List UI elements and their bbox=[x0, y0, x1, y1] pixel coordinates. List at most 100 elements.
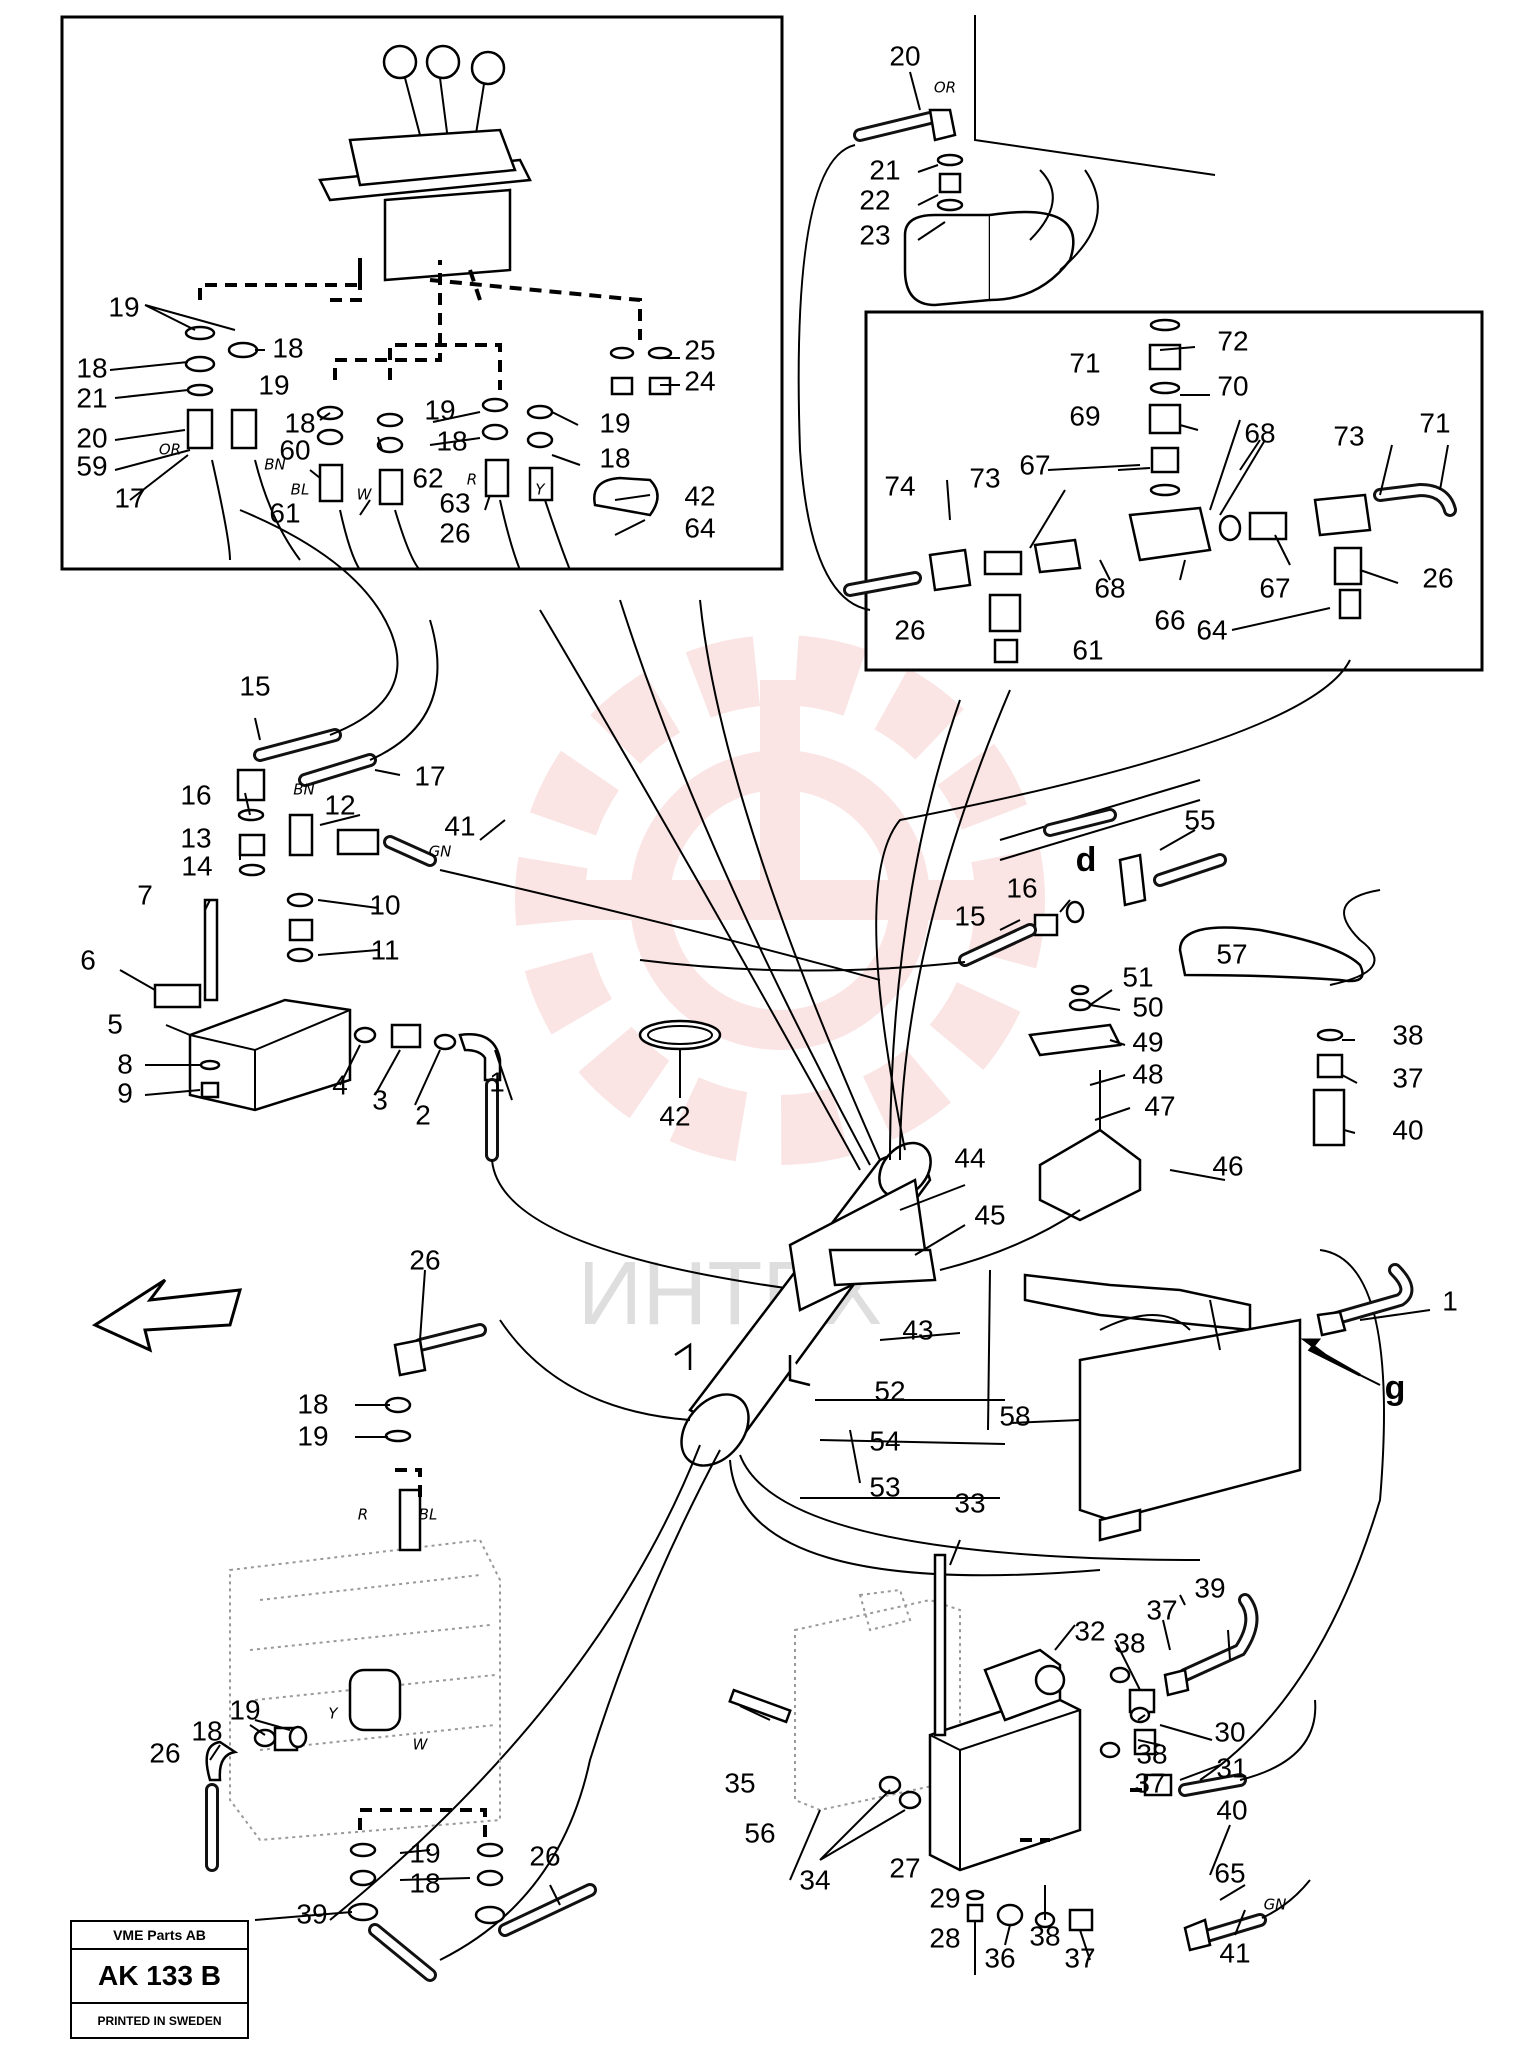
svg-text:73: 73 bbox=[1333, 420, 1364, 451]
svg-text:24: 24 bbox=[684, 365, 715, 396]
svg-text:19: 19 bbox=[297, 1420, 328, 1451]
svg-text:18: 18 bbox=[409, 1867, 440, 1898]
view-arrow-g bbox=[1300, 1338, 1361, 1377]
svg-text:18: 18 bbox=[599, 442, 630, 473]
svg-text:19: 19 bbox=[108, 291, 139, 322]
svg-text:26: 26 bbox=[1422, 562, 1453, 593]
svg-text:26: 26 bbox=[439, 517, 470, 548]
view-arrow-g-shaft bbox=[1319, 1354, 1381, 1386]
svg-text:47: 47 bbox=[1144, 1090, 1175, 1121]
svg-text:19: 19 bbox=[409, 1837, 440, 1868]
svg-text:9: 9 bbox=[117, 1077, 133, 1108]
svg-text:19: 19 bbox=[599, 407, 630, 438]
svg-text:48: 48 bbox=[1132, 1058, 1163, 1089]
view-letter-d: d bbox=[1076, 841, 1097, 879]
svg-text:40: 40 bbox=[1216, 1794, 1247, 1825]
svg-text:16: 16 bbox=[1006, 872, 1037, 903]
svg-text:15: 15 bbox=[239, 670, 270, 701]
svg-text:BL: BL bbox=[291, 481, 310, 499]
svg-text:3: 3 bbox=[372, 1084, 388, 1115]
svg-text:38: 38 bbox=[1392, 1019, 1423, 1050]
svg-text:17: 17 bbox=[114, 482, 145, 513]
svg-text:70: 70 bbox=[1217, 370, 1248, 401]
svg-text:37: 37 bbox=[1146, 1594, 1177, 1625]
svg-text:31: 31 bbox=[1216, 1752, 1247, 1783]
svg-text:45: 45 bbox=[974, 1199, 1005, 1230]
svg-text:50: 50 bbox=[1132, 991, 1163, 1022]
svg-text:W: W bbox=[357, 486, 373, 504]
svg-text:65: 65 bbox=[1214, 1857, 1245, 1888]
svg-text:6: 6 bbox=[80, 944, 96, 975]
svg-text:28: 28 bbox=[929, 1922, 960, 1953]
svg-text:18: 18 bbox=[436, 425, 467, 456]
svg-text:69: 69 bbox=[1069, 400, 1100, 431]
svg-text:62: 62 bbox=[412, 462, 443, 493]
view-letter-g: g bbox=[1385, 1369, 1406, 1407]
svg-text:10: 10 bbox=[369, 889, 400, 920]
svg-text:1: 1 bbox=[489, 1066, 505, 1097]
svg-text:22: 22 bbox=[859, 184, 890, 215]
svg-text:4: 4 bbox=[332, 1069, 348, 1100]
svg-text:51: 51 bbox=[1122, 961, 1153, 992]
hose-clip bbox=[638, 1019, 722, 1098]
svg-text:18: 18 bbox=[76, 352, 107, 383]
watermark-logo bbox=[515, 635, 1045, 1165]
svg-text:37: 37 bbox=[1064, 1942, 1095, 1973]
svg-text:61: 61 bbox=[1072, 634, 1103, 665]
svg-text:38: 38 bbox=[1029, 1920, 1060, 1951]
svg-text:44: 44 bbox=[954, 1142, 985, 1173]
svg-text:46: 46 bbox=[1212, 1150, 1243, 1181]
direction-arrow bbox=[91, 1278, 243, 1353]
svg-text:64: 64 bbox=[684, 512, 715, 543]
svg-text:29: 29 bbox=[929, 1882, 960, 1913]
svg-text:15: 15 bbox=[954, 900, 985, 931]
svg-text:25: 25 bbox=[684, 334, 715, 365]
svg-text:26: 26 bbox=[149, 1737, 180, 1768]
svg-text:53: 53 bbox=[869, 1471, 900, 1502]
inset-control-levers bbox=[60, 15, 784, 571]
svg-text:18: 18 bbox=[272, 332, 303, 363]
svg-text:71: 71 bbox=[1069, 347, 1100, 378]
svg-text:BN: BN bbox=[293, 781, 315, 799]
svg-text:58: 58 bbox=[999, 1400, 1030, 1431]
svg-text:BN: BN bbox=[264, 456, 286, 474]
svg-text:68: 68 bbox=[1094, 572, 1125, 603]
svg-text:52: 52 bbox=[874, 1375, 905, 1406]
svg-text:R: R bbox=[358, 1506, 368, 1524]
svg-text:12: 12 bbox=[324, 789, 355, 820]
title-block-code: AK 133 B bbox=[72, 1950, 247, 2004]
svg-text:64: 64 bbox=[1196, 614, 1227, 645]
svg-text:18: 18 bbox=[297, 1388, 328, 1419]
title-block-company: VME Parts AB bbox=[72, 1922, 247, 1950]
svg-text:39: 39 bbox=[296, 1898, 327, 1929]
title-block: VME Parts AB AK 133 B PRINTED IN SWEDEN bbox=[70, 1920, 249, 2039]
svg-text:67: 67 bbox=[1019, 449, 1050, 480]
svg-text:32: 32 bbox=[1074, 1615, 1105, 1646]
svg-text:72: 72 bbox=[1217, 325, 1248, 356]
svg-text:57: 57 bbox=[1216, 938, 1247, 969]
leader-lines bbox=[109, 71, 1449, 1975]
svg-text:26: 26 bbox=[894, 614, 925, 645]
svg-text:11: 11 bbox=[370, 934, 399, 965]
svg-text:55: 55 bbox=[1184, 804, 1215, 835]
svg-text:19: 19 bbox=[258, 369, 289, 400]
svg-text:13: 13 bbox=[180, 822, 211, 853]
svg-text:37: 37 bbox=[1392, 1062, 1423, 1093]
svg-text:1: 1 bbox=[1442, 1285, 1458, 1316]
svg-text:26: 26 bbox=[409, 1244, 440, 1275]
svg-text:39: 39 bbox=[1194, 1572, 1225, 1603]
svg-text:59: 59 bbox=[76, 450, 107, 481]
svg-text:74: 74 bbox=[884, 470, 915, 501]
svg-text:30: 30 bbox=[1214, 1716, 1245, 1747]
title-block-printed: PRINTED IN SWEDEN bbox=[97, 2013, 222, 2028]
svg-text:73: 73 bbox=[969, 462, 1000, 493]
svg-text:60: 60 bbox=[279, 434, 310, 465]
svg-text:OR: OR bbox=[159, 441, 181, 459]
svg-text:21: 21 bbox=[76, 382, 107, 413]
svg-text:35: 35 bbox=[724, 1767, 755, 1798]
svg-text:19: 19 bbox=[229, 1694, 260, 1725]
svg-text:40: 40 bbox=[1392, 1114, 1423, 1145]
svg-text:14: 14 bbox=[181, 850, 212, 881]
svg-text:38: 38 bbox=[1136, 1738, 1167, 1769]
svg-text:42: 42 bbox=[659, 1100, 690, 1131]
